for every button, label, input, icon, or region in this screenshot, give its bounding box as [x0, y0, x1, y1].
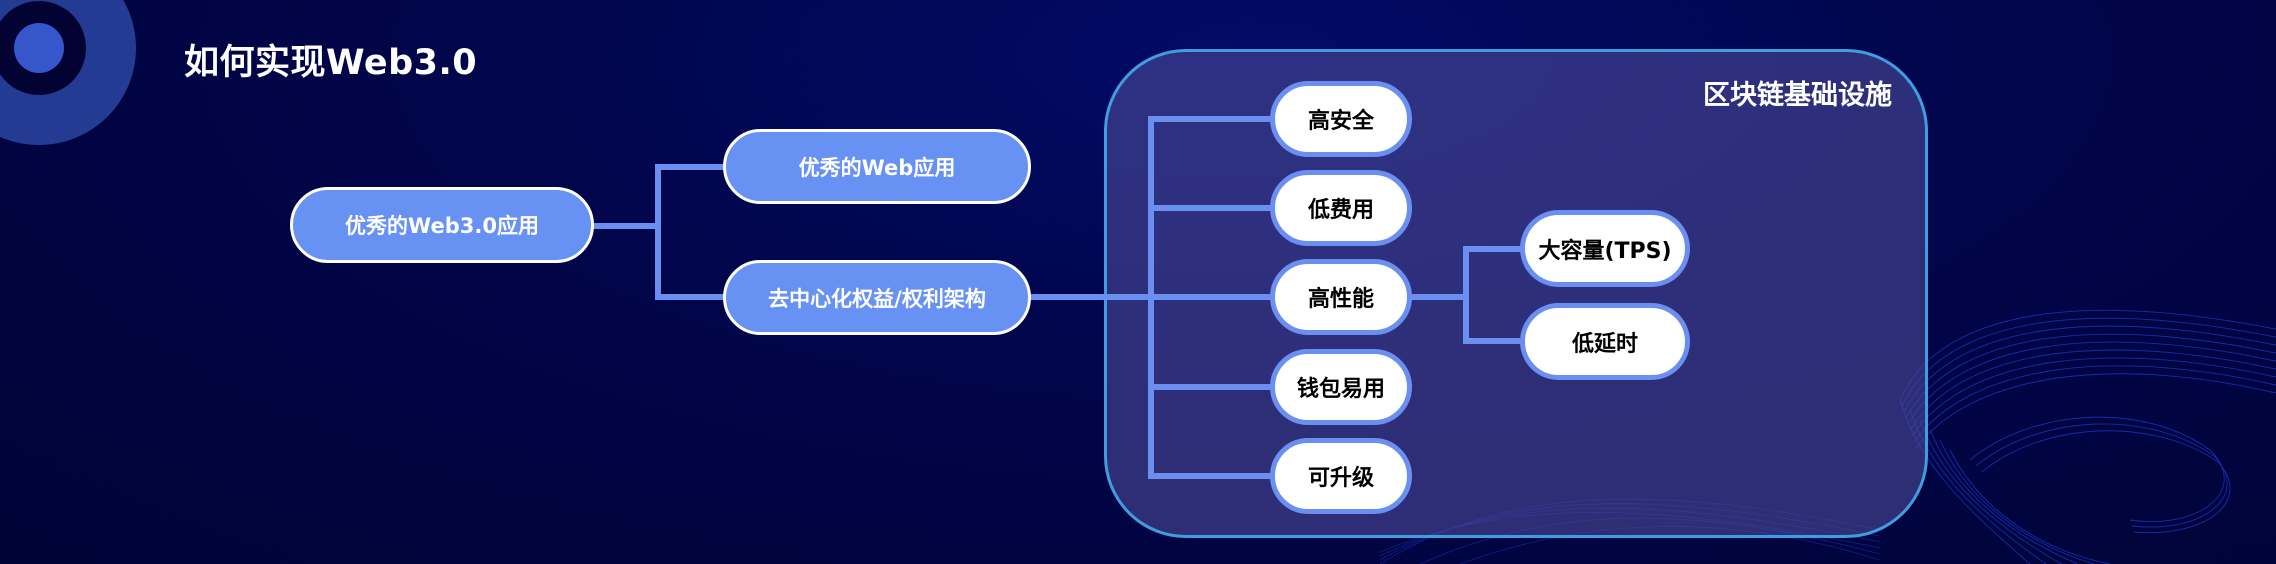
- node-label: 优秀的Web应用: [798, 155, 956, 180]
- node-label: 钱包易用: [1296, 377, 1385, 402]
- node-upgradable[interactable]: 可升级: [1270, 438, 1412, 514]
- node-low-latency[interactable]: 低延时: [1520, 303, 1690, 380]
- wave-lines-decoration: [1899, 309, 2276, 564]
- node-high-security[interactable]: 高安全: [1270, 81, 1412, 157]
- node-label: 低费用: [1307, 198, 1374, 223]
- node-decentralized-rights[interactable]: 去中心化权益/权利架构: [723, 260, 1031, 335]
- node-root-web3-app[interactable]: 优秀的Web3.0应用: [290, 187, 594, 263]
- infrastructure-panel: [1104, 49, 1928, 538]
- node-label: 大容量(TPS): [1538, 238, 1672, 264]
- infrastructure-panel-title: 区块链基础设施: [1703, 80, 1892, 111]
- node-label: 可升级: [1307, 466, 1374, 491]
- node-label: 去中心化权益/权利架构: [768, 286, 986, 311]
- corner-circle-inner: [14, 23, 64, 73]
- node-label: 优秀的Web3.0应用: [345, 214, 539, 238]
- node-low-fee[interactable]: 低费用: [1270, 170, 1412, 246]
- node-high-capacity-tps[interactable]: 大容量(TPS): [1520, 210, 1690, 287]
- node-high-performance[interactable]: 高性能: [1270, 259, 1412, 335]
- node-web-app[interactable]: 优秀的Web应用: [723, 129, 1031, 204]
- node-label: 高性能: [1307, 287, 1374, 312]
- page-title: 如何实现Web3.0: [184, 43, 478, 83]
- node-label: 低延时: [1571, 331, 1638, 357]
- node-wallet-usability[interactable]: 钱包易用: [1270, 349, 1412, 425]
- node-label: 高安全: [1307, 109, 1374, 134]
